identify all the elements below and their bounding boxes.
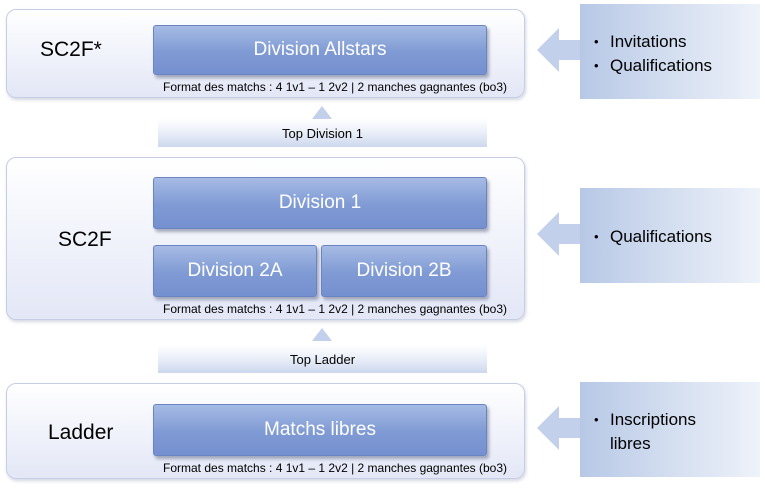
division-2b: Division 2B xyxy=(321,245,487,297)
entry-box-ladder: • Inscriptions libres xyxy=(580,382,760,477)
division-allstars: Division Allstars xyxy=(153,25,487,75)
tier-panel-ladder: Ladder Matchs libres Format des matchs :… xyxy=(6,383,525,479)
match-format-text: Format des matchs : 4 1v1 – 1 2v2 | 2 ma… xyxy=(163,461,507,475)
tier-title: SC2F* xyxy=(40,38,102,61)
entry-item-label: Qualifications xyxy=(610,56,713,75)
division-2a: Division 2A xyxy=(153,245,317,297)
promotion-top-division-1: Top Division 1 xyxy=(158,119,487,147)
match-format-text: Format des matchs : 4 1v1 – 1 2v2 | 2 ma… xyxy=(163,80,507,94)
entry-item-label: Invitations xyxy=(610,32,687,51)
bullet-icon: • xyxy=(594,34,599,49)
entry-list: • Qualifications xyxy=(594,225,754,249)
entry-item: • Inscriptions libres xyxy=(594,408,720,456)
match-format-text: Format des matchs : 4 1v1 – 1 2v2 | 2 ma… xyxy=(163,302,507,316)
tier-panel-sc2f-star: SC2F* Division Allstars Format des match… xyxy=(6,9,525,98)
tier-title: SC2F xyxy=(58,228,112,251)
entry-box-sc2f-star: • Invitations • Qualifications xyxy=(580,4,760,99)
entry-item: • Invitations xyxy=(594,30,754,54)
entry-item-label: Qualifications xyxy=(610,227,713,246)
promotion-arrow-head xyxy=(312,328,332,341)
entry-list: • Invitations • Qualifications xyxy=(594,30,754,78)
tier-panel-sc2f: SC2F Division 1 Division 2A Division 2B … xyxy=(6,157,525,320)
entry-list: • Inscriptions libres xyxy=(594,408,720,456)
entry-arrow-sc2f xyxy=(537,212,582,256)
division-matchs-libres: Matchs libres xyxy=(153,404,487,456)
bullet-icon: • xyxy=(594,412,599,427)
division-1: Division 1 xyxy=(153,177,487,229)
entry-item: • Qualifications xyxy=(594,54,754,78)
entry-arrow-sc2f-star xyxy=(537,28,582,72)
promotion-top-ladder: Top Ladder xyxy=(158,345,487,373)
entry-box-sc2f: • Qualifications xyxy=(580,188,760,283)
entry-item: • Qualifications xyxy=(594,225,754,249)
bullet-icon: • xyxy=(594,229,599,244)
promotion-arrow-head xyxy=(312,106,332,119)
entry-item-label: Inscriptions libres xyxy=(610,410,696,453)
tier-title: Ladder xyxy=(48,421,114,444)
bullet-icon: • xyxy=(594,58,599,73)
entry-arrow-ladder xyxy=(537,406,582,450)
